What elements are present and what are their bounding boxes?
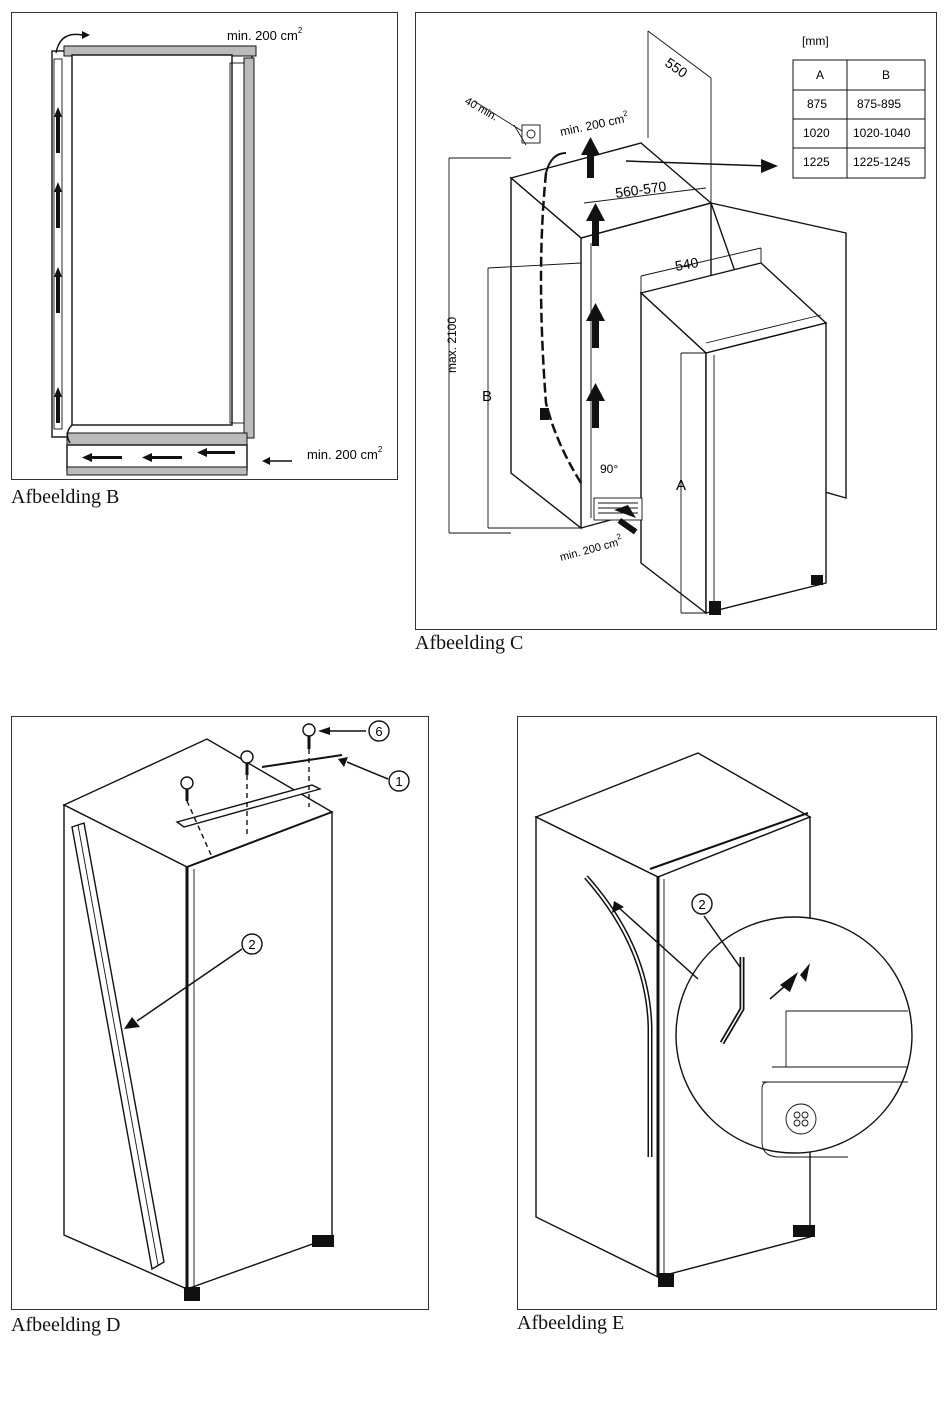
dim-air-bottom: min. 200 cm2 [558, 532, 625, 564]
dim-max-2100: max. 2100 [445, 317, 459, 373]
rear-vent-strip [244, 58, 254, 438]
label-top-vent: min. 200 cm2 [227, 26, 303, 43]
appliance-front-door [187, 812, 332, 1289]
dimension-table: [mm] A B 875 875-895 1020 1020-1040 1225… [793, 34, 925, 178]
figure-b-drawing: min. 200 cm2 min. 200 cm2 [12, 13, 399, 481]
detail-magnifier [676, 917, 912, 1153]
foot-right [811, 575, 823, 585]
plinth-strip-bottom [67, 467, 247, 475]
figure-d-panel: 6 1 2 [11, 716, 429, 1310]
table-unit: [mm] [802, 34, 829, 48]
niche-left-side [511, 178, 581, 528]
table-cell: 1225-1245 [853, 155, 911, 169]
table-cell: 1020-1040 [853, 126, 911, 140]
airflow-arrows-plinth [82, 448, 235, 462]
figure-b-panel: min. 200 cm2 min. 200 cm2 [11, 12, 398, 480]
caption-figure-d: Afbeelding D [11, 1314, 120, 1337]
appliance-side [536, 817, 658, 1277]
angle-90: 90° [600, 462, 618, 476]
svg-text:2: 2 [698, 897, 705, 912]
figure-e-drawing: 2 [518, 717, 938, 1311]
caption-figure-c: Afbeelding C [415, 632, 523, 655]
outlet-arrowhead [82, 31, 90, 39]
figure-d-drawing: 6 1 2 [12, 717, 430, 1311]
svg-text:6: 6 [375, 724, 382, 739]
foot [312, 1235, 334, 1247]
plinth-strip-top [67, 433, 247, 445]
foot [184, 1287, 200, 1301]
appliance-body [72, 55, 232, 425]
foot [793, 1225, 815, 1237]
appliance-front [706, 323, 826, 613]
dim-540: 540 [674, 254, 700, 274]
wall-socket [522, 125, 540, 143]
table-cell: 1225 [803, 155, 830, 169]
label-bottom-vent: min. 200 cm2 [307, 445, 383, 462]
screw-6 [303, 724, 315, 749]
table-cell: 1020 [803, 126, 830, 140]
figure-e-panel: 2 [517, 716, 937, 1310]
table-header-a: A [816, 68, 824, 82]
table-cell: 875 [807, 97, 827, 111]
airflow-arrows-front [54, 107, 62, 423]
caption-figure-e: Afbeelding E [517, 1312, 624, 1335]
dim-40-min: 40 min. [463, 95, 500, 123]
callout-1: 1 [338, 757, 409, 791]
svg-text:2: 2 [248, 937, 255, 952]
table-header-b: B [882, 68, 890, 82]
rail-part-1 [262, 755, 342, 767]
air-inlet-arrow [262, 457, 292, 465]
figure-c-panel: 550 40 min. min. 200 cm2 560-570 540 max… [415, 12, 937, 630]
svg-text:1: 1 [395, 774, 402, 789]
foot-front [709, 601, 721, 615]
foot [658, 1273, 674, 1287]
figure-c-drawing: 550 40 min. min. 200 cm2 560-570 540 max… [416, 13, 938, 631]
caption-figure-b: Afbeelding B [11, 486, 119, 509]
callout-6: 6 [318, 721, 389, 741]
cable-plug [540, 408, 549, 420]
label-dim-b: B [482, 388, 492, 405]
dim-air-top: min. 200 cm2 [558, 109, 630, 139]
dim-550: 550 [662, 54, 690, 81]
label-dim-a: A [676, 477, 686, 494]
table-cell: 875-895 [857, 97, 901, 111]
